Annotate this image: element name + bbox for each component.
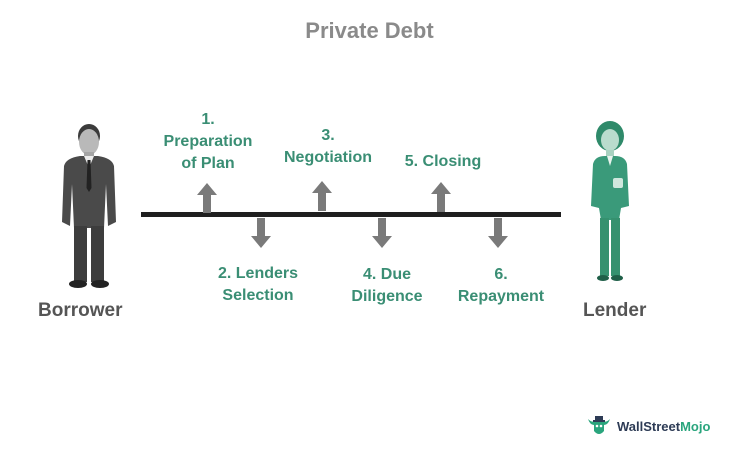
borrower-figure bbox=[62, 124, 116, 288]
down-arrow-icon bbox=[251, 218, 271, 248]
bull-mascot-icon bbox=[588, 416, 610, 434]
up-arrow-icon bbox=[431, 182, 451, 212]
step-4-label: 4. Due Diligence bbox=[351, 266, 423, 305]
step-1-label: 1. Preparation of Plan bbox=[163, 111, 253, 172]
up-arrow-icon bbox=[197, 183, 217, 213]
up-arrow-icon bbox=[312, 181, 332, 211]
step-3-label: 3. Negotiation bbox=[284, 127, 372, 166]
timeline-bar bbox=[141, 212, 561, 217]
step-2-label: 2. Lenders Selection bbox=[217, 265, 299, 304]
wallstreetmojo-logo: WallStreetMojo bbox=[586, 413, 710, 439]
diagram-title: Private Debt bbox=[305, 18, 434, 43]
lender-figure bbox=[591, 121, 629, 281]
step-5-label: 5. Closing bbox=[404, 153, 482, 170]
step-6-label: 6. Repayment bbox=[457, 266, 545, 305]
down-arrow-icon bbox=[372, 218, 392, 248]
lender-label: Lender bbox=[583, 300, 647, 321]
borrower-label: Borrower bbox=[38, 300, 123, 321]
logo-text: WallStreetMojo bbox=[617, 418, 711, 434]
down-arrow-icon bbox=[488, 218, 508, 248]
